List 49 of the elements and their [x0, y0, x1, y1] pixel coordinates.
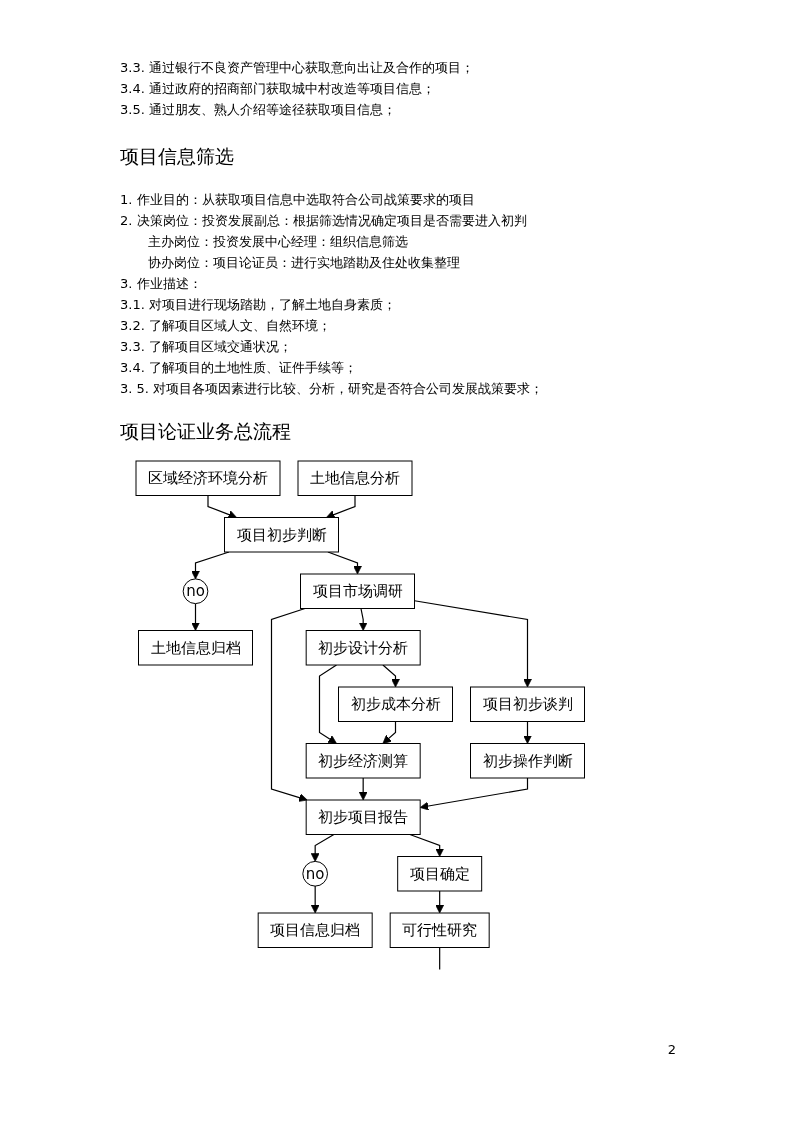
list-item: 3.2. 了解项目区域人文、自然环境；: [120, 318, 332, 334]
list-item: 3.4. 通过政府的招商部门获取城中村改造等项目信息；: [120, 81, 436, 97]
arrow: [522, 720, 532, 744]
list-item: 3. 5. 对项目各项因素进行比较、分析，研究是否符合公司发展战策要求；: [120, 381, 545, 397]
list-item: 3.3. 了解项目区域交通状况；: [120, 339, 293, 355]
arrow: [413, 600, 532, 688]
connector: [438, 946, 441, 971]
list-item: 3.1. 对项目进行现场踏勘，了解土地自身素质；: [120, 297, 397, 313]
arrow: [310, 885, 320, 914]
arrow: [382, 720, 396, 744]
list-item: 1. 作业目的：从获取项目信息中选取符合公司战策要求的项目: [120, 192, 476, 208]
arrow: [270, 607, 308, 802]
page-number: 2: [667, 1042, 676, 1057]
list-item: 主办岗位：投资发展中心经理：组织信息筛选: [147, 234, 409, 250]
node-circle: no: [302, 860, 328, 887]
node-box: 初步成本分析: [337, 686, 453, 722]
arrow: [382, 664, 400, 688]
node-circle: no: [182, 578, 209, 605]
node-box: 项目初步判断: [223, 517, 339, 553]
arrow: [325, 494, 356, 519]
arrow: [358, 607, 368, 631]
list-item: 3.3. 通过银行不良资产管理中心获取意向出让及合作的项目；: [120, 60, 475, 76]
arrow: [358, 777, 368, 801]
list-item: 3. 作业描述：: [120, 276, 203, 292]
arrow: [207, 494, 237, 519]
node-box: 初步设计分析: [305, 630, 421, 666]
diagram-title: 项目论证业务总流程: [120, 419, 292, 444]
node-box: 土地信息归档: [137, 630, 253, 666]
arrow: [409, 833, 444, 857]
list-item: 3.5. 通过朋友、熟人介绍等途径获取项目信息；: [120, 102, 397, 118]
list-item: 3.4. 了解项目的土地性质、证件手续等；: [120, 360, 358, 376]
arrow: [310, 833, 335, 862]
node-box: 初步操作判断: [469, 743, 585, 779]
section-heading: 项目信息筛选: [120, 144, 235, 169]
list-item: 协办岗位：项目论证员：进行实地踏勘及住处收集整理: [147, 255, 461, 271]
list-item: 2. 决策岗位：投资发展副总：根据筛选情况确定项目是否需要进入初判: [120, 213, 528, 229]
node-box: 初步项目报告: [305, 799, 421, 835]
arrow: [318, 664, 337, 744]
node-box: 项目信息归档: [257, 912, 373, 948]
node-box: 可行性研究: [389, 912, 490, 948]
node-box: 初步经济测算: [305, 743, 421, 779]
node-box: 土地信息分析: [297, 460, 413, 496]
arrow: [190, 603, 200, 631]
node-box: 区域经济环境分析: [135, 460, 281, 496]
node-box: 项目市场调研: [299, 573, 415, 609]
arrow: [435, 890, 444, 914]
node-box: 项目初步谈判: [469, 686, 585, 722]
arrow: [419, 777, 528, 811]
node-box: 项目确定: [396, 856, 482, 892]
